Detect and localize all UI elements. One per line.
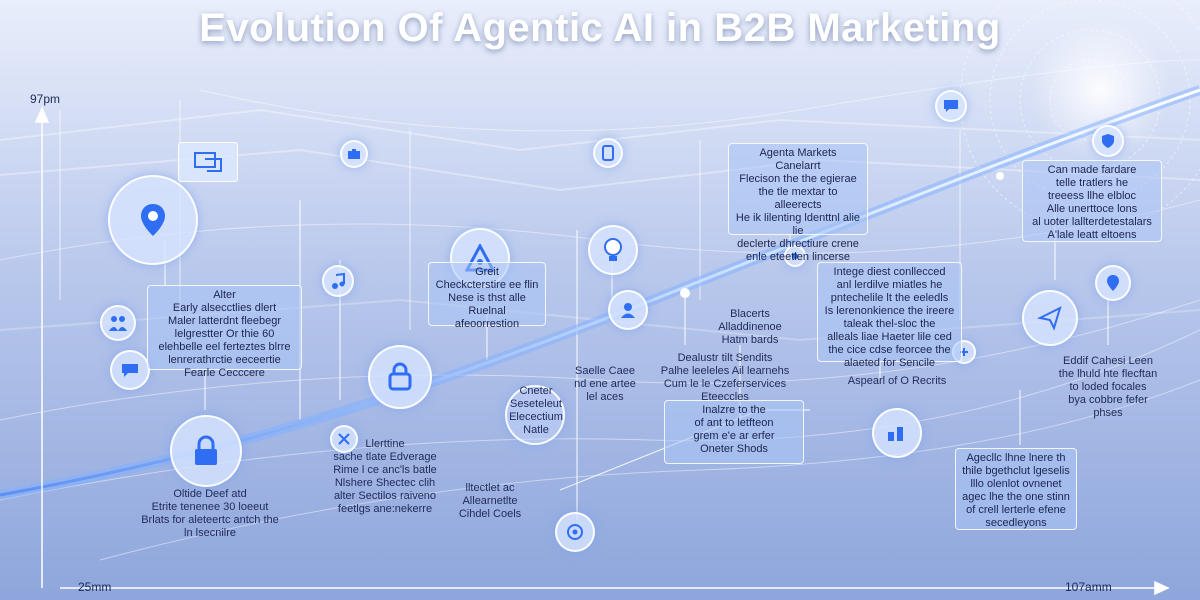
user-icon xyxy=(608,290,648,330)
analytics-icon xyxy=(872,408,922,458)
music-note-icon xyxy=(322,265,354,297)
glow-orb-icon xyxy=(505,385,565,445)
map-pin-icon xyxy=(1095,265,1131,301)
chat-bubble-icon xyxy=(935,90,967,122)
chat-window-icon xyxy=(178,142,238,182)
close-icon xyxy=(330,425,358,453)
team-icon xyxy=(100,305,136,341)
x-axis-end-label: 107amm xyxy=(1065,580,1112,594)
dot-icon xyxy=(784,245,806,267)
message-icon xyxy=(110,350,150,390)
page-title: Evolution Of Agentic AI in B2B Marketing xyxy=(199,6,1001,50)
target-icon xyxy=(555,512,595,552)
note-aspearl: Aspearl of O Recrits xyxy=(847,375,947,387)
security-lock-icon xyxy=(368,345,432,409)
beam-glow xyxy=(1030,20,1170,160)
beam-node xyxy=(996,172,1004,180)
axes xyxy=(34,106,1170,596)
location-pin-icon xyxy=(108,175,198,265)
beam-node xyxy=(680,288,690,298)
navigation-icon xyxy=(1022,290,1078,346)
phone-icon xyxy=(593,138,623,168)
lightbulb-icon xyxy=(588,225,638,275)
y-axis-label: 97pm xyxy=(30,92,61,106)
shield-icon xyxy=(1092,125,1124,157)
x-axis-start-label: 25mm xyxy=(78,580,112,594)
lock-icon xyxy=(170,415,242,487)
briefcase-icon xyxy=(340,140,368,168)
